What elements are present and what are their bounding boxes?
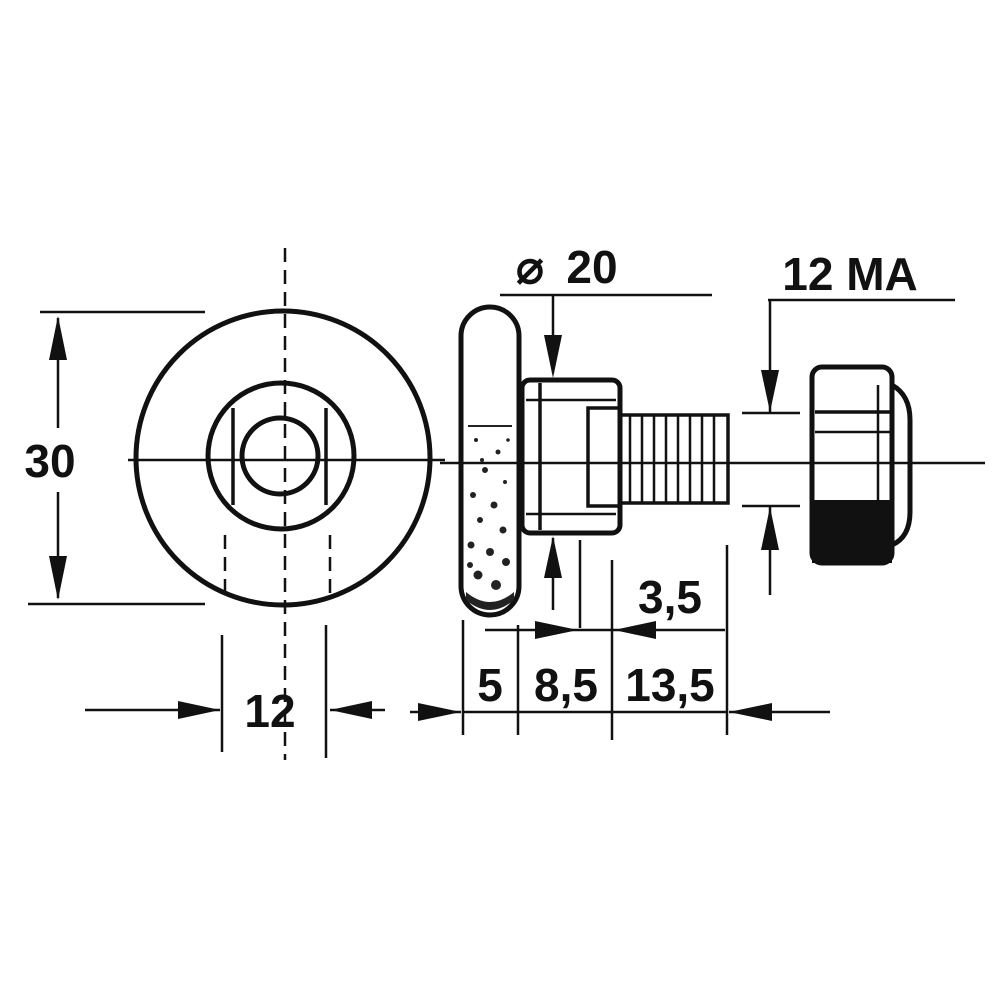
stipple [470,492,476,498]
arrow-up [761,507,779,550]
dimension-12: 12 [85,625,385,758]
roller-rim [458,304,522,618]
label-5: 5 [477,659,503,711]
thread-lines [628,415,716,503]
dimension-30: 30 [24,310,205,606]
arrow-up [544,536,562,578]
stipple [466,592,514,610]
stipple [486,548,494,556]
label-12MA: 12 MA [782,248,917,300]
arrow-down [761,370,779,412]
stipple [468,425,512,427]
middle-ring [205,380,357,532]
dimension-chain: 5 8,5 13,5 [410,545,830,735]
dimension-diameter-20: ⌀ 20 [500,241,712,610]
label-13-5: 13,5 [625,659,715,711]
label-12: 12 [244,685,295,737]
stipple [467,562,473,568]
outer-disc [133,308,433,608]
diameter-symbol: ⌀ [516,241,544,293]
stipple [480,458,484,462]
stipple [491,580,501,590]
stipple [502,558,510,566]
label-3-5: 3,5 [638,571,702,623]
side-view [440,304,985,618]
inner-hole [239,415,321,497]
label-8-5: 8,5 [534,659,598,711]
dimension-12MA: 12 MA [742,248,955,595]
arrow-right [178,701,220,719]
arrow-down [49,556,67,600]
roller-stipple [466,425,514,610]
arrow-up [49,316,67,360]
arrow-left [729,703,772,721]
label-20: 20 [566,241,617,293]
stipple [473,570,483,580]
stipple [467,541,475,549]
stipple [474,438,478,442]
bolt-head-slot [586,406,622,508]
stipple [506,438,510,442]
arrow-right [535,621,578,639]
label-30: 30 [24,435,75,487]
bolt-head [519,377,623,536]
stipple [495,449,501,455]
stipple [503,480,507,484]
nut-collar [890,382,913,548]
bolt-shank [618,413,730,505]
arrow-right [418,703,461,721]
dimension-3-5: 3,5 [485,540,725,740]
arrow-left [330,701,372,719]
front-view [128,248,445,760]
arrow-left [614,621,656,639]
stipple [477,517,483,523]
stipple [490,501,498,509]
stipple [499,526,507,534]
stipple [482,467,488,473]
nut-shaded-face [812,500,892,563]
arrow-down [544,335,562,378]
